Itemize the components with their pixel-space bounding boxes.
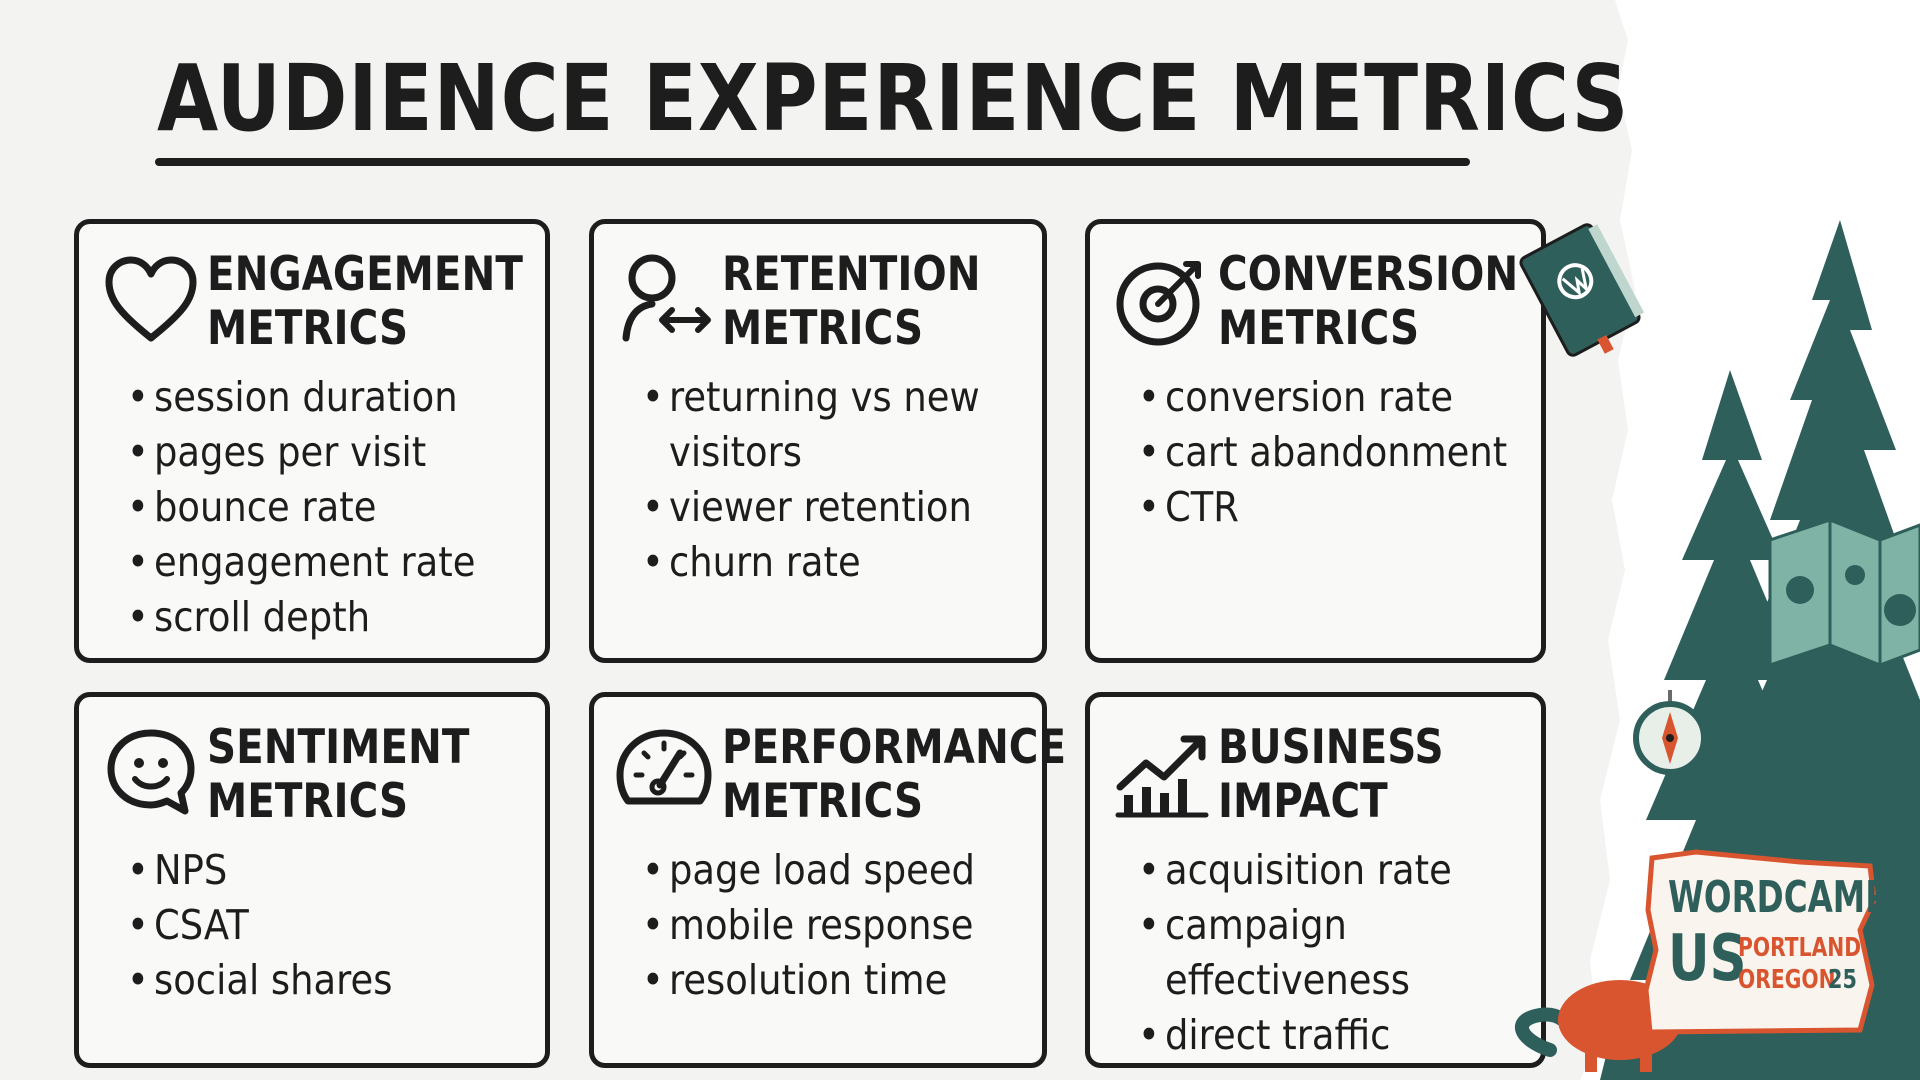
- page-title: AUDIENCE EXPERIENCE METRICS: [157, 45, 1630, 152]
- list-item: mobile response: [642, 898, 975, 953]
- card-performance: PERFORMANCE METRICS page load speed mobi…: [589, 692, 1066, 1068]
- badge-line2: US: [1668, 922, 1747, 996]
- map-icon: [1768, 518, 1920, 668]
- card-title-line2: METRICS: [1218, 301, 1420, 356]
- list-item: effectiveness: [1165, 956, 1410, 1004]
- card-title-line1: BUSINESS: [1218, 720, 1444, 775]
- card-title-line1: SENTIMENT: [207, 720, 470, 775]
- badge-city: PORTLAND: [1738, 933, 1862, 963]
- forest-illustration: [1514, 0, 1920, 1080]
- smiley-chat-icon: [107, 729, 195, 815]
- list-item: acquisition rate: [1138, 843, 1452, 898]
- wordcamp-badge: [1643, 849, 1877, 1035]
- card-title-line2: METRICS: [207, 774, 409, 829]
- card-list: page load speed mobile response resoluti…: [642, 843, 1012, 1008]
- target-icon: [1116, 261, 1201, 346]
- card-list: returning vs new visitors viewer retenti…: [642, 370, 1017, 590]
- card-business-impact: BUSINESS IMPACT acquisition rate campaig…: [1085, 692, 1546, 1068]
- card-title-line1: RETENTION: [722, 247, 981, 302]
- list-item: NPS: [127, 843, 392, 898]
- list-item: returning vs new: [642, 370, 980, 425]
- user-return-icon: [622, 254, 711, 342]
- list-item: session duration: [127, 370, 475, 425]
- growth-chart-icon: [1115, 735, 1209, 818]
- list-item: CTR: [1138, 480, 1507, 535]
- list-item: pages per visit: [127, 425, 475, 480]
- list-item: visitors: [669, 428, 803, 476]
- card-list: acquisition rate campaign effectiveness …: [1138, 843, 1487, 1063]
- card-retention: RETENTION METRICS returning vs new visit…: [589, 219, 1047, 663]
- speedometer-icon: [616, 729, 712, 805]
- badge-text: WORDCAMP US PORTLAND OREGON 25: [1660, 870, 1889, 1030]
- list-item: cart abandonment: [1138, 425, 1507, 480]
- card-conversion: CONVERSION METRICS conversion rate cart …: [1085, 219, 1546, 663]
- card-list: NPS CSAT social shares: [127, 843, 422, 1008]
- badge-year: 25: [1828, 965, 1857, 995]
- list-item: bounce rate: [127, 480, 475, 535]
- list-item: social shares: [127, 953, 392, 1008]
- title-underline: [155, 158, 1470, 166]
- compass-icon: [1633, 690, 1707, 775]
- list-item: campaign: [1138, 898, 1452, 953]
- list-item: churn rate: [642, 535, 980, 590]
- wordpress-book-icon: [1519, 223, 1645, 357]
- list-item: direct traffic: [1138, 1008, 1452, 1063]
- list-item: CSAT: [127, 898, 392, 953]
- card-list: session duration pages per visit bounce …: [127, 370, 514, 645]
- card-engagement: ENGAGEMENT METRICS session duration page…: [74, 219, 550, 663]
- badge-line1: WORDCAMP: [1668, 872, 1890, 923]
- list-item: scroll depth: [127, 590, 475, 645]
- card-title-line2: METRICS: [722, 774, 924, 829]
- card-title-line2: METRICS: [722, 301, 924, 356]
- list-item: resolution time: [642, 953, 975, 1008]
- card-title-line1: ENGAGEMENT: [207, 247, 523, 302]
- heart-icon: [105, 256, 197, 342]
- list-item: engagement rate: [127, 535, 475, 590]
- list-item: conversion rate: [1138, 370, 1507, 425]
- card-title-line2: IMPACT: [1218, 774, 1388, 829]
- list-item: page load speed: [642, 843, 975, 898]
- list-item: viewer retention: [642, 480, 980, 535]
- badge-state: OREGON: [1738, 965, 1836, 995]
- card-sentiment: SENTIMENT METRICS NPS CSAT social shares: [74, 692, 550, 1068]
- card-title-line1: CONVERSION: [1218, 247, 1519, 302]
- card-title-line2: METRICS: [207, 301, 409, 356]
- card-title-line1: PERFORMANCE: [722, 720, 1067, 775]
- card-list: conversion rate cart abandonment CTR: [1138, 370, 1548, 535]
